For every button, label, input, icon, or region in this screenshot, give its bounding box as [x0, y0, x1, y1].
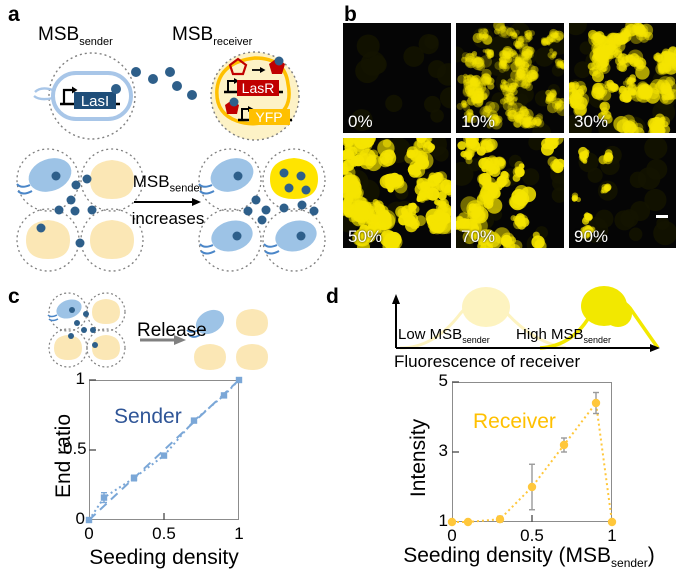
y-tick-label: 3 — [438, 441, 448, 460]
micrograph-image — [343, 23, 451, 133]
data-point — [527, 482, 537, 492]
panel-d-xlabel-prefix: Seeding density (MSB — [403, 544, 612, 567]
panel-d-x-axis-label: Seeding density (MSBsender) — [382, 544, 676, 570]
micrograph-label: 70% — [461, 226, 496, 246]
panel-a-transition-label: MSBsender increases — [122, 172, 214, 229]
x-tick-label: 1 — [234, 524, 244, 543]
receiver-gene2-box — [249, 109, 290, 125]
panel-c-x-axis-label: Seeding density — [89, 546, 239, 569]
micrograph-30pct: 30% — [569, 23, 676, 133]
transition-arrow-icon — [134, 198, 201, 207]
data-point — [591, 398, 601, 408]
transition-label-sub: sender — [169, 182, 204, 195]
panel-c-plot-svg — [85, 376, 243, 524]
data-point — [100, 494, 108, 501]
y-tick-label: 1 — [438, 511, 448, 530]
panel-a-population-right — [198, 148, 326, 272]
reference-line — [88, 379, 240, 521]
panel-d-high-label: High MSBsender — [516, 326, 611, 345]
sender-gene-label: LasI — [81, 93, 109, 110]
data-point — [85, 516, 93, 524]
panel-d-xlabel-suffix: ) — [647, 544, 655, 567]
transition-label-base: MSB — [132, 172, 170, 191]
low-label-sub: sender — [462, 335, 490, 345]
x-tick-label: 0 — [84, 524, 94, 543]
data-point — [447, 517, 457, 527]
micrograph-10pct: 10% — [456, 23, 564, 133]
receiver-gene2-label: YFP — [255, 109, 282, 125]
micrograph-70pct: 70% — [456, 138, 564, 248]
panel-c-schematic — [47, 292, 268, 370]
panel-a-receiver-title: MSBreceiver — [172, 24, 252, 48]
data-point — [130, 474, 138, 482]
y-tick-label: 1 — [75, 369, 85, 388]
high-label-prefix: High MSB — [516, 326, 584, 343]
micrograph-grid: 0% 10% 30% 50% 70% 90% — [343, 23, 676, 248]
micrograph-label: 30% — [574, 111, 609, 131]
micrograph-label: 50% — [348, 226, 383, 246]
data-point — [220, 392, 228, 399]
sender-title-sub: sender — [79, 35, 113, 48]
panel-d-xlabel-sub: sender — [611, 556, 648, 571]
panel-a-letter: a — [8, 3, 20, 26]
receiver-gene1-box — [237, 80, 279, 96]
transition-label-line2: increases — [131, 209, 205, 229]
panel-d-schematic — [392, 286, 660, 352]
panel-d-low-label: Low MSBsender — [398, 326, 490, 345]
high-label-sub: sender — [583, 335, 612, 345]
y-tick-label: 0.5 — [63, 439, 87, 458]
x-tick-label: 1 — [607, 526, 617, 545]
receiver-title-sub: receiver — [213, 35, 253, 48]
x-tick-label: 0.5 — [152, 524, 176, 543]
micrograph-image — [456, 23, 564, 133]
data-point — [607, 517, 617, 527]
y-tick-label: 5 — [438, 371, 448, 390]
micrograph-image — [456, 138, 564, 248]
panel-c-series-label: Sender — [114, 405, 182, 428]
panel-d-letter: d — [326, 285, 339, 308]
panel-d-plot-area — [447, 381, 617, 527]
micrograph-50pct: 50% — [343, 138, 451, 248]
sender-title-base: MSB — [38, 24, 80, 45]
panel-d-plot-svg — [447, 381, 617, 527]
panel-c-plot-area — [85, 376, 243, 524]
data-point — [235, 376, 243, 384]
panel-b-letter: b — [344, 3, 357, 26]
micrograph-image — [569, 138, 676, 248]
receiver-gene1-label: LasR — [242, 80, 275, 96]
micrograph-label: 90% — [574, 226, 609, 246]
panel-a-circuit-diagram: LasI LasR YFP — [33, 51, 300, 141]
sender-gene-box — [74, 92, 116, 109]
micrograph-90pct: 90% — [569, 138, 676, 248]
low-label-prefix: Low MSB — [398, 326, 463, 343]
micrograph-image — [343, 138, 451, 248]
sender-msb-boundary — [48, 52, 136, 140]
panel-d-schematic-axis-label: Fluorescence of receiver — [394, 352, 581, 371]
data-point — [190, 417, 198, 424]
scale-bar — [656, 215, 668, 218]
panel-d-series-label: Receiver — [473, 410, 556, 433]
transition-label-line1: MSBsender — [122, 172, 214, 194]
micrograph-label: 10% — [461, 111, 496, 131]
data-point — [160, 452, 168, 459]
panel-a-sender-title: MSBsender — [38, 24, 113, 48]
data-point — [559, 440, 569, 450]
y-tick-label: 0 — [75, 509, 85, 528]
data-point — [495, 515, 505, 524]
data-point — [463, 517, 473, 527]
panel-c-letter: c — [8, 285, 20, 308]
micrograph-image — [569, 23, 676, 133]
receiver-title-base: MSB — [172, 24, 214, 45]
x-tick-label: 0 — [447, 526, 457, 545]
panel-c-release-label: Release — [137, 320, 207, 341]
panel-a-population-left — [16, 148, 144, 272]
x-tick-label: 0.5 — [520, 526, 544, 545]
micrograph-label: 0% — [348, 111, 373, 131]
micrograph-0pct: 0% — [343, 23, 451, 133]
activated-receiver — [270, 158, 318, 199]
